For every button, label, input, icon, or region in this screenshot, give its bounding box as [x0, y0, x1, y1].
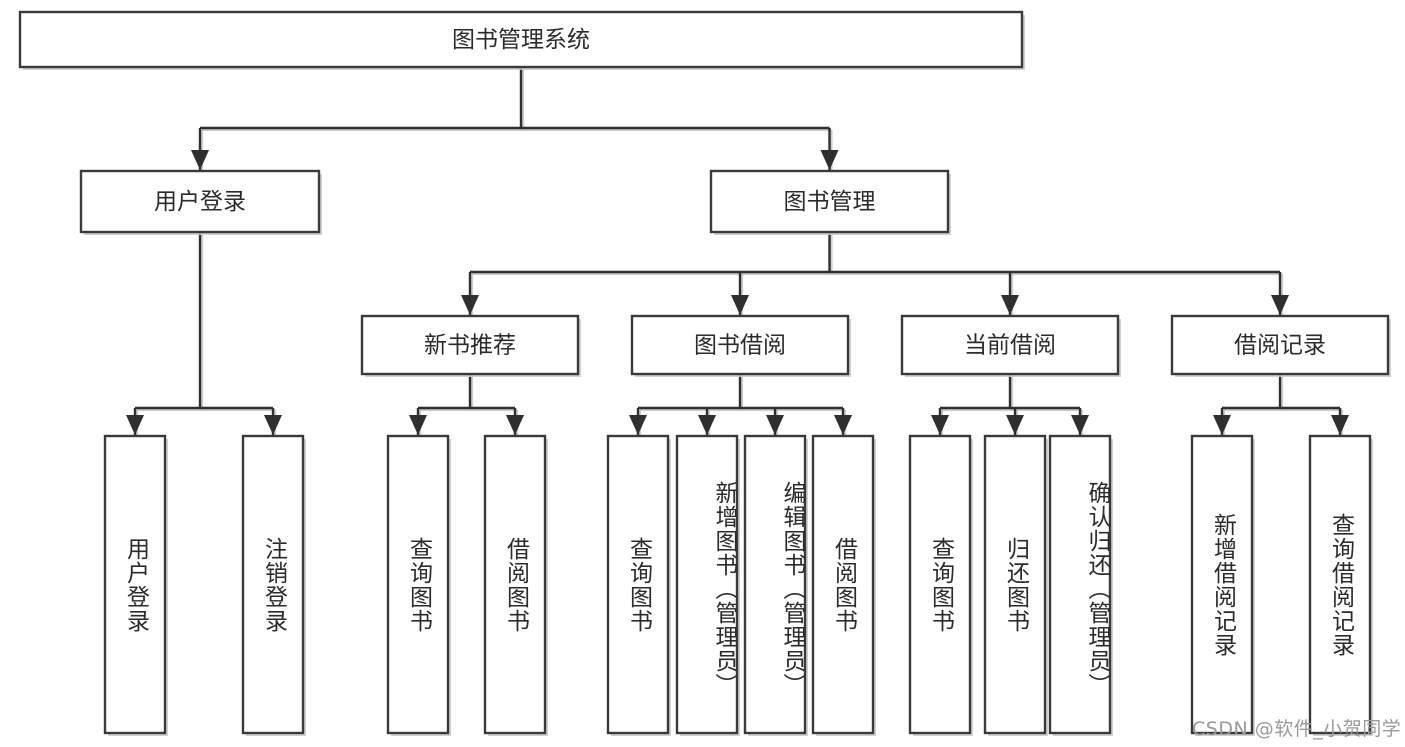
node-leaf-query-borrow-record[interactable]: [1308, 434, 1372, 735]
node-borrow-record[interactable]: [1170, 314, 1390, 376]
arrow-leaf-return-book: [1006, 415, 1024, 435]
node-leaf-confirm-return-admin[interactable]: [1048, 434, 1112, 735]
node-book-borrow[interactable]: [630, 314, 850, 376]
node-label-root: 图书管理系统: [452, 27, 590, 53]
csdn-watermark: CSDN @软件_小贺同学: [1192, 718, 1402, 740]
node-new-book-recommend[interactable]: [360, 314, 580, 376]
arrow-leaf-add-borrow-record: [1213, 415, 1231, 435]
node-leaf-add-borrow-record[interactable]: [1190, 434, 1254, 735]
arrow-leaf-query-book-2: [629, 415, 647, 435]
node-label-current-borrow: 当前借阅: [964, 333, 1056, 359]
node-leaf-query-book-1[interactable]: [386, 434, 450, 735]
node-current-borrow[interactable]: [900, 314, 1120, 376]
arrow-borrow-record: [1271, 295, 1289, 315]
node-label-user-login: 用户登录: [154, 189, 246, 215]
arrow-leaf-query-borrow-record: [1331, 415, 1349, 435]
node-label-book-management: 图书管理: [784, 189, 876, 215]
node-leaf-borrow-book-2[interactable]: [811, 434, 875, 735]
node-user-login[interactable]: [79, 169, 321, 234]
arrow-leaf-logout: [264, 415, 282, 435]
node-label-borrow-record: 借阅记录: [1234, 333, 1326, 359]
arrow-new-book-recommend: [461, 295, 479, 315]
arrow-book-management: [820, 150, 839, 170]
node-leaf-logout[interactable]: [241, 434, 305, 735]
arrow-book-borrow: [731, 295, 749, 315]
node-leaf-query-book-2[interactable]: [606, 434, 670, 735]
arrow-leaf-edit-book-admin: [766, 415, 784, 435]
node-label-book-borrow: 图书借阅: [694, 333, 786, 359]
node-leaf-user-login[interactable]: [103, 434, 167, 735]
connectors-layer: [126, 67, 1349, 437]
arrow-leaf-query-book-3: [931, 415, 949, 435]
arrow-leaf-borrow-book-1: [506, 415, 524, 435]
arrow-leaf-query-book-1: [409, 415, 427, 435]
node-book-management[interactable]: [709, 169, 950, 234]
node-leaf-borrow-book-1[interactable]: [483, 434, 547, 735]
node-leaf-edit-book-admin[interactable]: [743, 434, 807, 735]
node-leaf-return-book[interactable]: [983, 434, 1047, 735]
node-leaf-query-book-3[interactable]: [908, 434, 972, 735]
node-root[interactable]: [18, 10, 1024, 69]
node-label-new-book-recommend: 新书推荐: [424, 333, 516, 359]
boxes-layer: [18, 10, 1391, 736]
arrow-leaf-borrow-book-2: [834, 415, 852, 435]
arrow-leaf-add-book-admin: [698, 415, 716, 435]
arrow-current-borrow: [1001, 295, 1019, 315]
arrow-user-login: [191, 150, 209, 170]
arrow-leaf-confirm-return-admin: [1071, 415, 1089, 435]
node-leaf-add-book-admin[interactable]: [675, 434, 739, 735]
arrow-leaf-user-login: [126, 415, 144, 435]
